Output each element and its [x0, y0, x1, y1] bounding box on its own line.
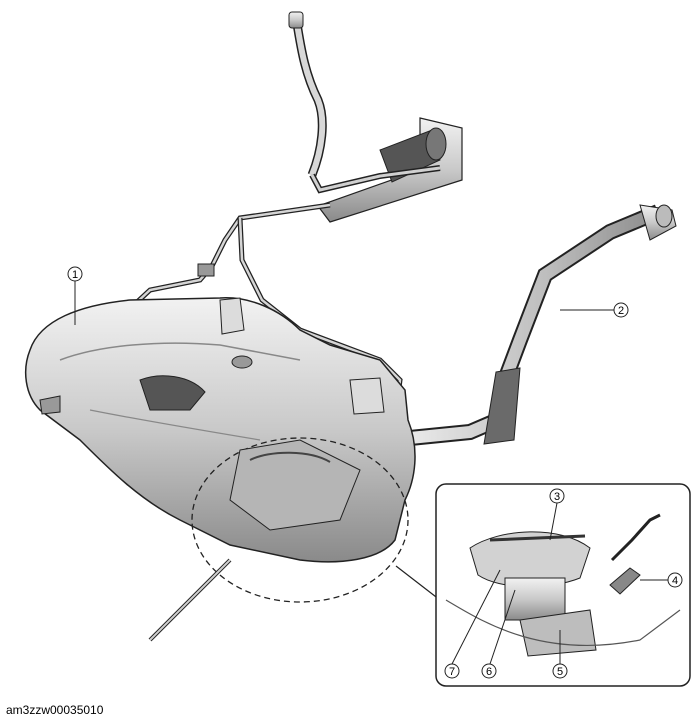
callout-6: 6 — [481, 589, 516, 679]
callout-3: 3 — [549, 488, 565, 541]
callout-label-4: 4 — [672, 575, 678, 587]
callout-label-1: 1 — [72, 269, 78, 281]
pump-detail-inset — [435, 483, 691, 687]
detail-zoom-indicator — [148, 437, 441, 642]
callout-5: 5 — [552, 630, 568, 679]
callout-2: 2 — [560, 302, 629, 318]
filler-pipe — [389, 204, 677, 448]
callout-4: 4 — [640, 572, 683, 588]
callout-7: 7 — [444, 569, 501, 679]
callout-label-7: 7 — [449, 666, 455, 678]
callout-label-5: 5 — [557, 666, 563, 678]
callout-label-3: 3 — [554, 491, 560, 503]
figure-code: am3zzw00035010 — [6, 703, 104, 717]
fuel-tank — [24, 297, 416, 563]
canister-assembly — [288, 11, 463, 223]
callout-label-6: 6 — [486, 666, 492, 678]
callout-1: 1 — [67, 266, 83, 325]
callout-label-2: 2 — [618, 305, 624, 317]
